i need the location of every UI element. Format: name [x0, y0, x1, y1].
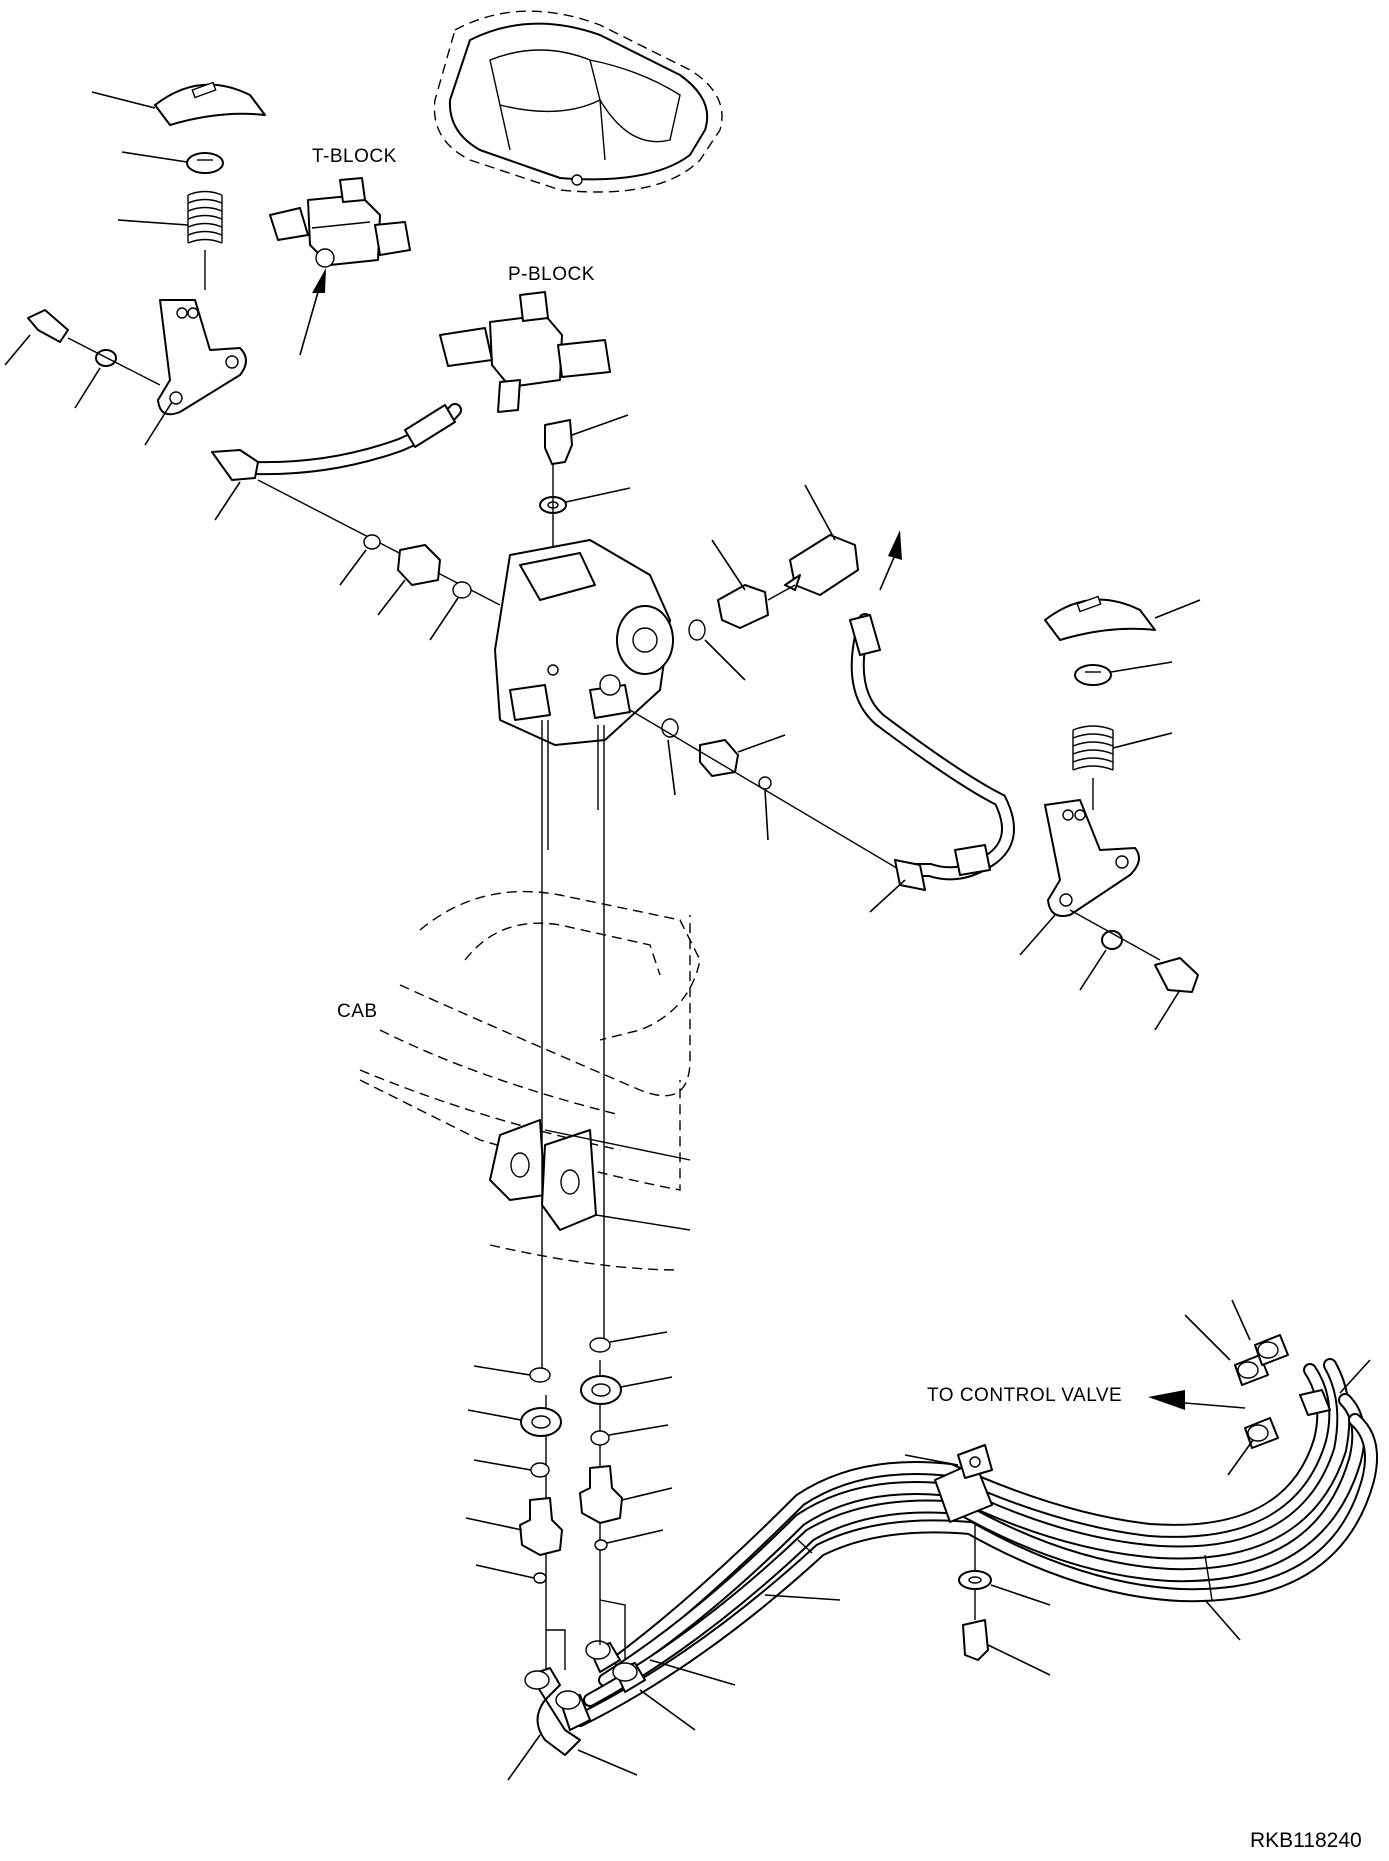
t-block-arrow	[299, 268, 326, 356]
left-o-ring-2	[429, 581, 472, 641]
right-o-ring-lower	[661, 718, 679, 796]
right-adapter	[699, 734, 786, 777]
lower-right-adapter	[579, 1465, 673, 1524]
label-t-block: T-BLOCK	[312, 146, 397, 167]
pressure-switch	[767, 484, 859, 601]
p-block	[439, 291, 611, 413]
right-lever-boot	[1044, 595, 1201, 641]
right-lever-bolt	[1154, 957, 1199, 1031]
right-lever-spring	[1072, 725, 1173, 810]
label-to-control-valve: TO CONTROL VALVE	[927, 1385, 1122, 1406]
clamp-bolt	[962, 1590, 1051, 1676]
drawing-ref: RKB118240	[1250, 1829, 1362, 1852]
left-pilot-hose	[211, 403, 501, 606]
hose-clamp	[904, 1444, 993, 1575]
lower-right-nut	[580, 1375, 673, 1405]
pressure-switch-adapter	[711, 539, 769, 629]
clamp-washer	[958, 1570, 1051, 1606]
pilot-valve-body	[494, 539, 674, 746]
right-lever-bracket	[1019, 799, 1140, 956]
left-lever-bracket	[144, 299, 247, 446]
lower-right-o-ring-3	[594, 1529, 664, 1551]
lower-left-nut	[467, 1407, 562, 1437]
valve-top-bolt	[544, 414, 629, 465]
lower-left-adapter	[465, 1497, 563, 1556]
boot-cover	[433, 10, 723, 193]
right-lever-washer	[1069, 909, 1161, 991]
lower-left-o-ring-1	[473, 1365, 551, 1383]
lower-right-o-ring-2	[590, 1424, 669, 1446]
up-arrow	[879, 530, 902, 591]
left-lever-boot	[91, 81, 266, 126]
lower-right-o-ring-1	[589, 1331, 668, 1353]
hose-bundle	[573, 1358, 1378, 1727]
t-block	[269, 177, 411, 268]
left-lever-cap	[121, 151, 224, 174]
label-cab: CAB	[337, 1001, 378, 1022]
right-pilot-hose	[849, 613, 1015, 913]
left-lever-bolt	[4, 309, 69, 366]
control-valve-end-fittings	[1184, 1299, 1371, 1476]
left-o-ring-1	[339, 534, 381, 586]
right-lever-cap	[1074, 661, 1173, 686]
right-o-ring-upper	[688, 619, 746, 681]
lower-left-o-ring-2	[473, 1459, 550, 1478]
hose-end-fittings	[507, 1594, 1241, 1781]
left-lever-washer	[67, 337, 161, 409]
left-adapter	[377, 544, 441, 616]
to-control-valve-arrow	[1148, 1390, 1246, 1410]
right-axis-line	[629, 709, 901, 871]
right-o-ring-small	[758, 776, 772, 841]
cab-mount-brackets	[489, 1119, 691, 1231]
cab-outline	[359, 890, 701, 1271]
left-lever-spring	[117, 190, 223, 290]
lower-left-o-ring-3	[475, 1564, 547, 1584]
label-p-block: P-BLOCK	[508, 264, 595, 285]
